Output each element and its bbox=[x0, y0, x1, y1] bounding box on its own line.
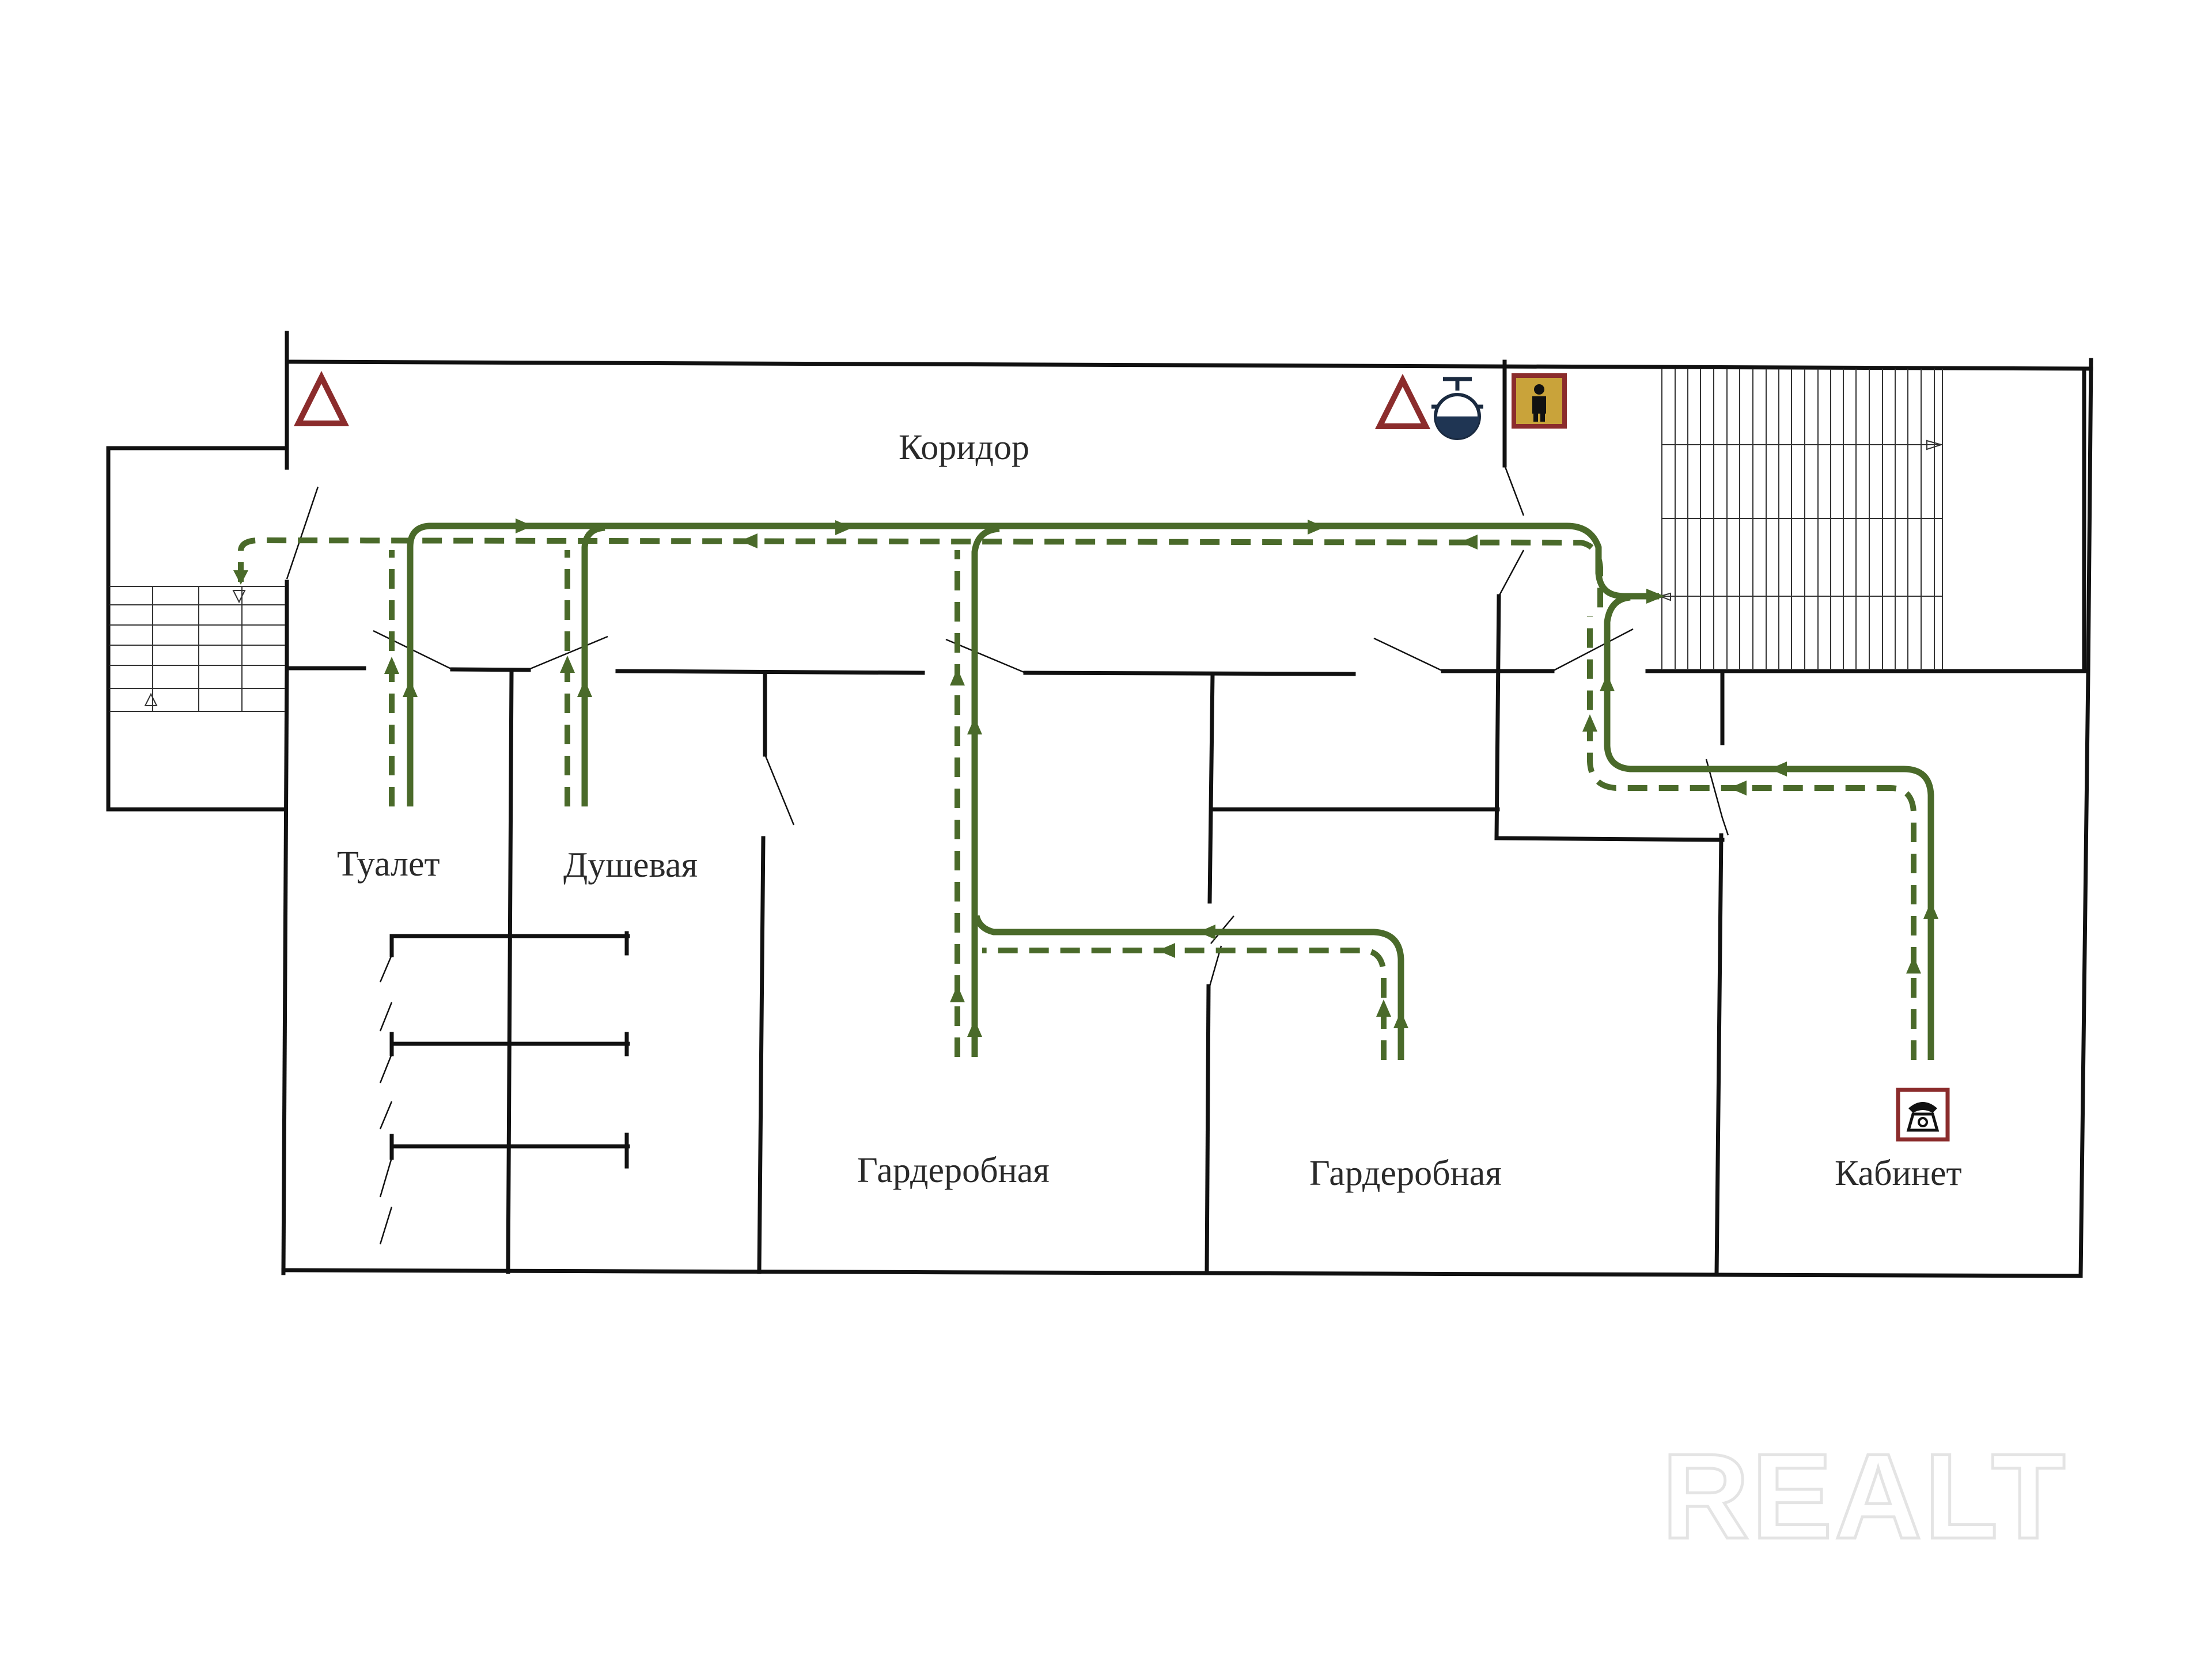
door-left-stair bbox=[286, 486, 319, 579]
arrow-corridor-back-2 bbox=[1460, 535, 1478, 550]
route-wardrobe2-dashed bbox=[982, 948, 1387, 1060]
warning-triangle-icon bbox=[293, 370, 350, 426]
arrow-shower-dash bbox=[560, 656, 575, 673]
door-shower bbox=[528, 635, 608, 671]
arrow-office-up-dash bbox=[1582, 714, 1597, 732]
arrow-corridor-1 bbox=[516, 518, 533, 533]
label-office: Кабинет bbox=[1835, 1154, 1962, 1193]
arrow-toilet bbox=[403, 680, 418, 697]
right-stair-arrow-up bbox=[1658, 440, 1944, 601]
arrow-wardrobe1-a bbox=[967, 717, 982, 734]
route-wardrobe2-solid bbox=[973, 915, 1404, 1060]
label-wardrobe-1: Гардеробная bbox=[857, 1151, 1050, 1190]
door-stair-enclosure-bottom bbox=[1498, 550, 1525, 597]
stall-doors bbox=[379, 955, 393, 1245]
arrow-corridor-3 bbox=[1308, 520, 1325, 535]
corridor-wall-4 bbox=[1023, 671, 1356, 676]
arrow-office-corridor bbox=[1770, 762, 1787, 777]
left-stair-wall bbox=[106, 446, 289, 812]
arrow-office-corridor-dash bbox=[1729, 781, 1747, 796]
warning-triangle-icon bbox=[1374, 373, 1431, 429]
fire-valve-icon bbox=[1431, 377, 1483, 440]
door-shower-wardrobe bbox=[764, 754, 795, 825]
arrow-wardrobe1-dash-a bbox=[950, 668, 965, 685]
route-main-solid bbox=[407, 522, 1659, 806]
phone-icon bbox=[1896, 1088, 1950, 1142]
left-stair-arrow-up bbox=[232, 590, 246, 604]
arrow-wardrobe1-b bbox=[967, 1020, 982, 1037]
left-staircase bbox=[109, 586, 285, 712]
wall-wardrobe-1-2-upper bbox=[1207, 672, 1215, 904]
outer-wall-top bbox=[285, 359, 2093, 371]
emergency-person-icon bbox=[1512, 373, 1567, 429]
arrow-office-up bbox=[1600, 674, 1615, 691]
route-shower-solid bbox=[581, 524, 605, 806]
wall-shower-wardrobe-lower bbox=[757, 836, 766, 1274]
route-main-dashed bbox=[238, 537, 1603, 611]
arrow-office bbox=[1923, 902, 1938, 919]
outer-wall-bottom bbox=[281, 1268, 2083, 1278]
evacuation-routes bbox=[233, 518, 1938, 1060]
wall-toilet-shower bbox=[506, 669, 514, 1274]
arrow-wardrobe2-back-dash bbox=[1158, 943, 1175, 958]
route-office-solid bbox=[1604, 594, 1934, 1060]
left-stair-treads bbox=[109, 586, 285, 712]
door-wardrobe-2-room bbox=[1373, 637, 1444, 672]
route-arrowheads bbox=[233, 518, 1938, 1037]
arrow-exit-left bbox=[233, 570, 248, 585]
stair-enclosure-lower bbox=[1494, 594, 1725, 842]
arrow-office-dash bbox=[1906, 956, 1921, 974]
arrow-toilet-dash bbox=[384, 657, 399, 674]
outer-wall-right bbox=[2078, 358, 2093, 1278]
door-right-corridor bbox=[1552, 628, 1634, 672]
label-wardrobe-2: Гардеробная bbox=[1309, 1154, 1502, 1193]
right-staircase bbox=[1658, 369, 1944, 670]
label-shower: Душевая bbox=[563, 846, 698, 885]
corridor-wall-2 bbox=[450, 667, 531, 672]
right-stair-rails bbox=[1662, 444, 1942, 597]
arrow-shower bbox=[577, 680, 592, 697]
corridor-wall-3 bbox=[615, 669, 925, 675]
arrow-wardrobe1-dash-b bbox=[950, 985, 965, 1002]
arrow-wardrobe2-dash bbox=[1376, 999, 1391, 1017]
route-wardrobe1-solid bbox=[971, 525, 1000, 1057]
arrow-corridor-2 bbox=[835, 520, 853, 535]
label-corridor: Коридор bbox=[899, 428, 1029, 467]
label-toilet: Туалет bbox=[337, 844, 440, 884]
arrow-wardrobe2 bbox=[1393, 1011, 1408, 1028]
walls bbox=[106, 331, 2093, 1278]
arrow-corridor-back-1 bbox=[740, 533, 757, 548]
door-stair-enclosure-top bbox=[1503, 465, 1525, 516]
route-office-dashed bbox=[1587, 616, 1916, 1060]
watermark-logo: REALT bbox=[1662, 1429, 2067, 1564]
arrow-wardrobe2-back bbox=[1198, 925, 1215, 940]
arrow-exit-right bbox=[1646, 589, 1665, 604]
wall-wardrobe-1-2-lower bbox=[1205, 984, 1211, 1275]
wall-office-lower bbox=[1714, 833, 1724, 1277]
outer-wall-left-bottom bbox=[281, 660, 289, 1275]
left-stair-arrow-down bbox=[144, 692, 158, 706]
